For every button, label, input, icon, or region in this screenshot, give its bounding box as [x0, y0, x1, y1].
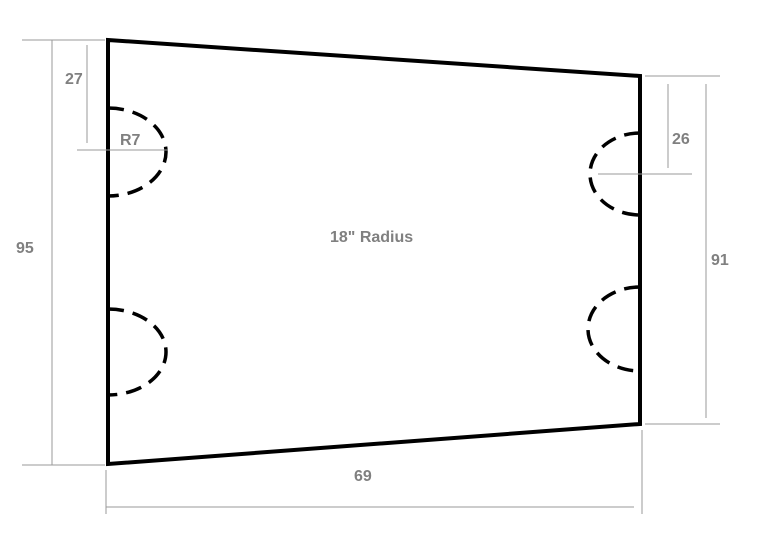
notch-top-left — [107, 106, 168, 198]
notch-radius-label: R7 — [120, 132, 141, 149]
right-height-label: 91 — [711, 252, 729, 269]
center-radius-note: 18" Radius — [330, 229, 413, 246]
left-height-label: 95 — [16, 240, 34, 257]
bottom-width-label: 69 — [354, 468, 372, 485]
notch-bottom-right — [586, 285, 641, 373]
right-top-offset-label: 26 — [672, 131, 690, 148]
top-left-offset-label: 27 — [65, 71, 83, 88]
panel-outline — [106, 37, 642, 467]
notch-bottom-left — [107, 307, 168, 397]
